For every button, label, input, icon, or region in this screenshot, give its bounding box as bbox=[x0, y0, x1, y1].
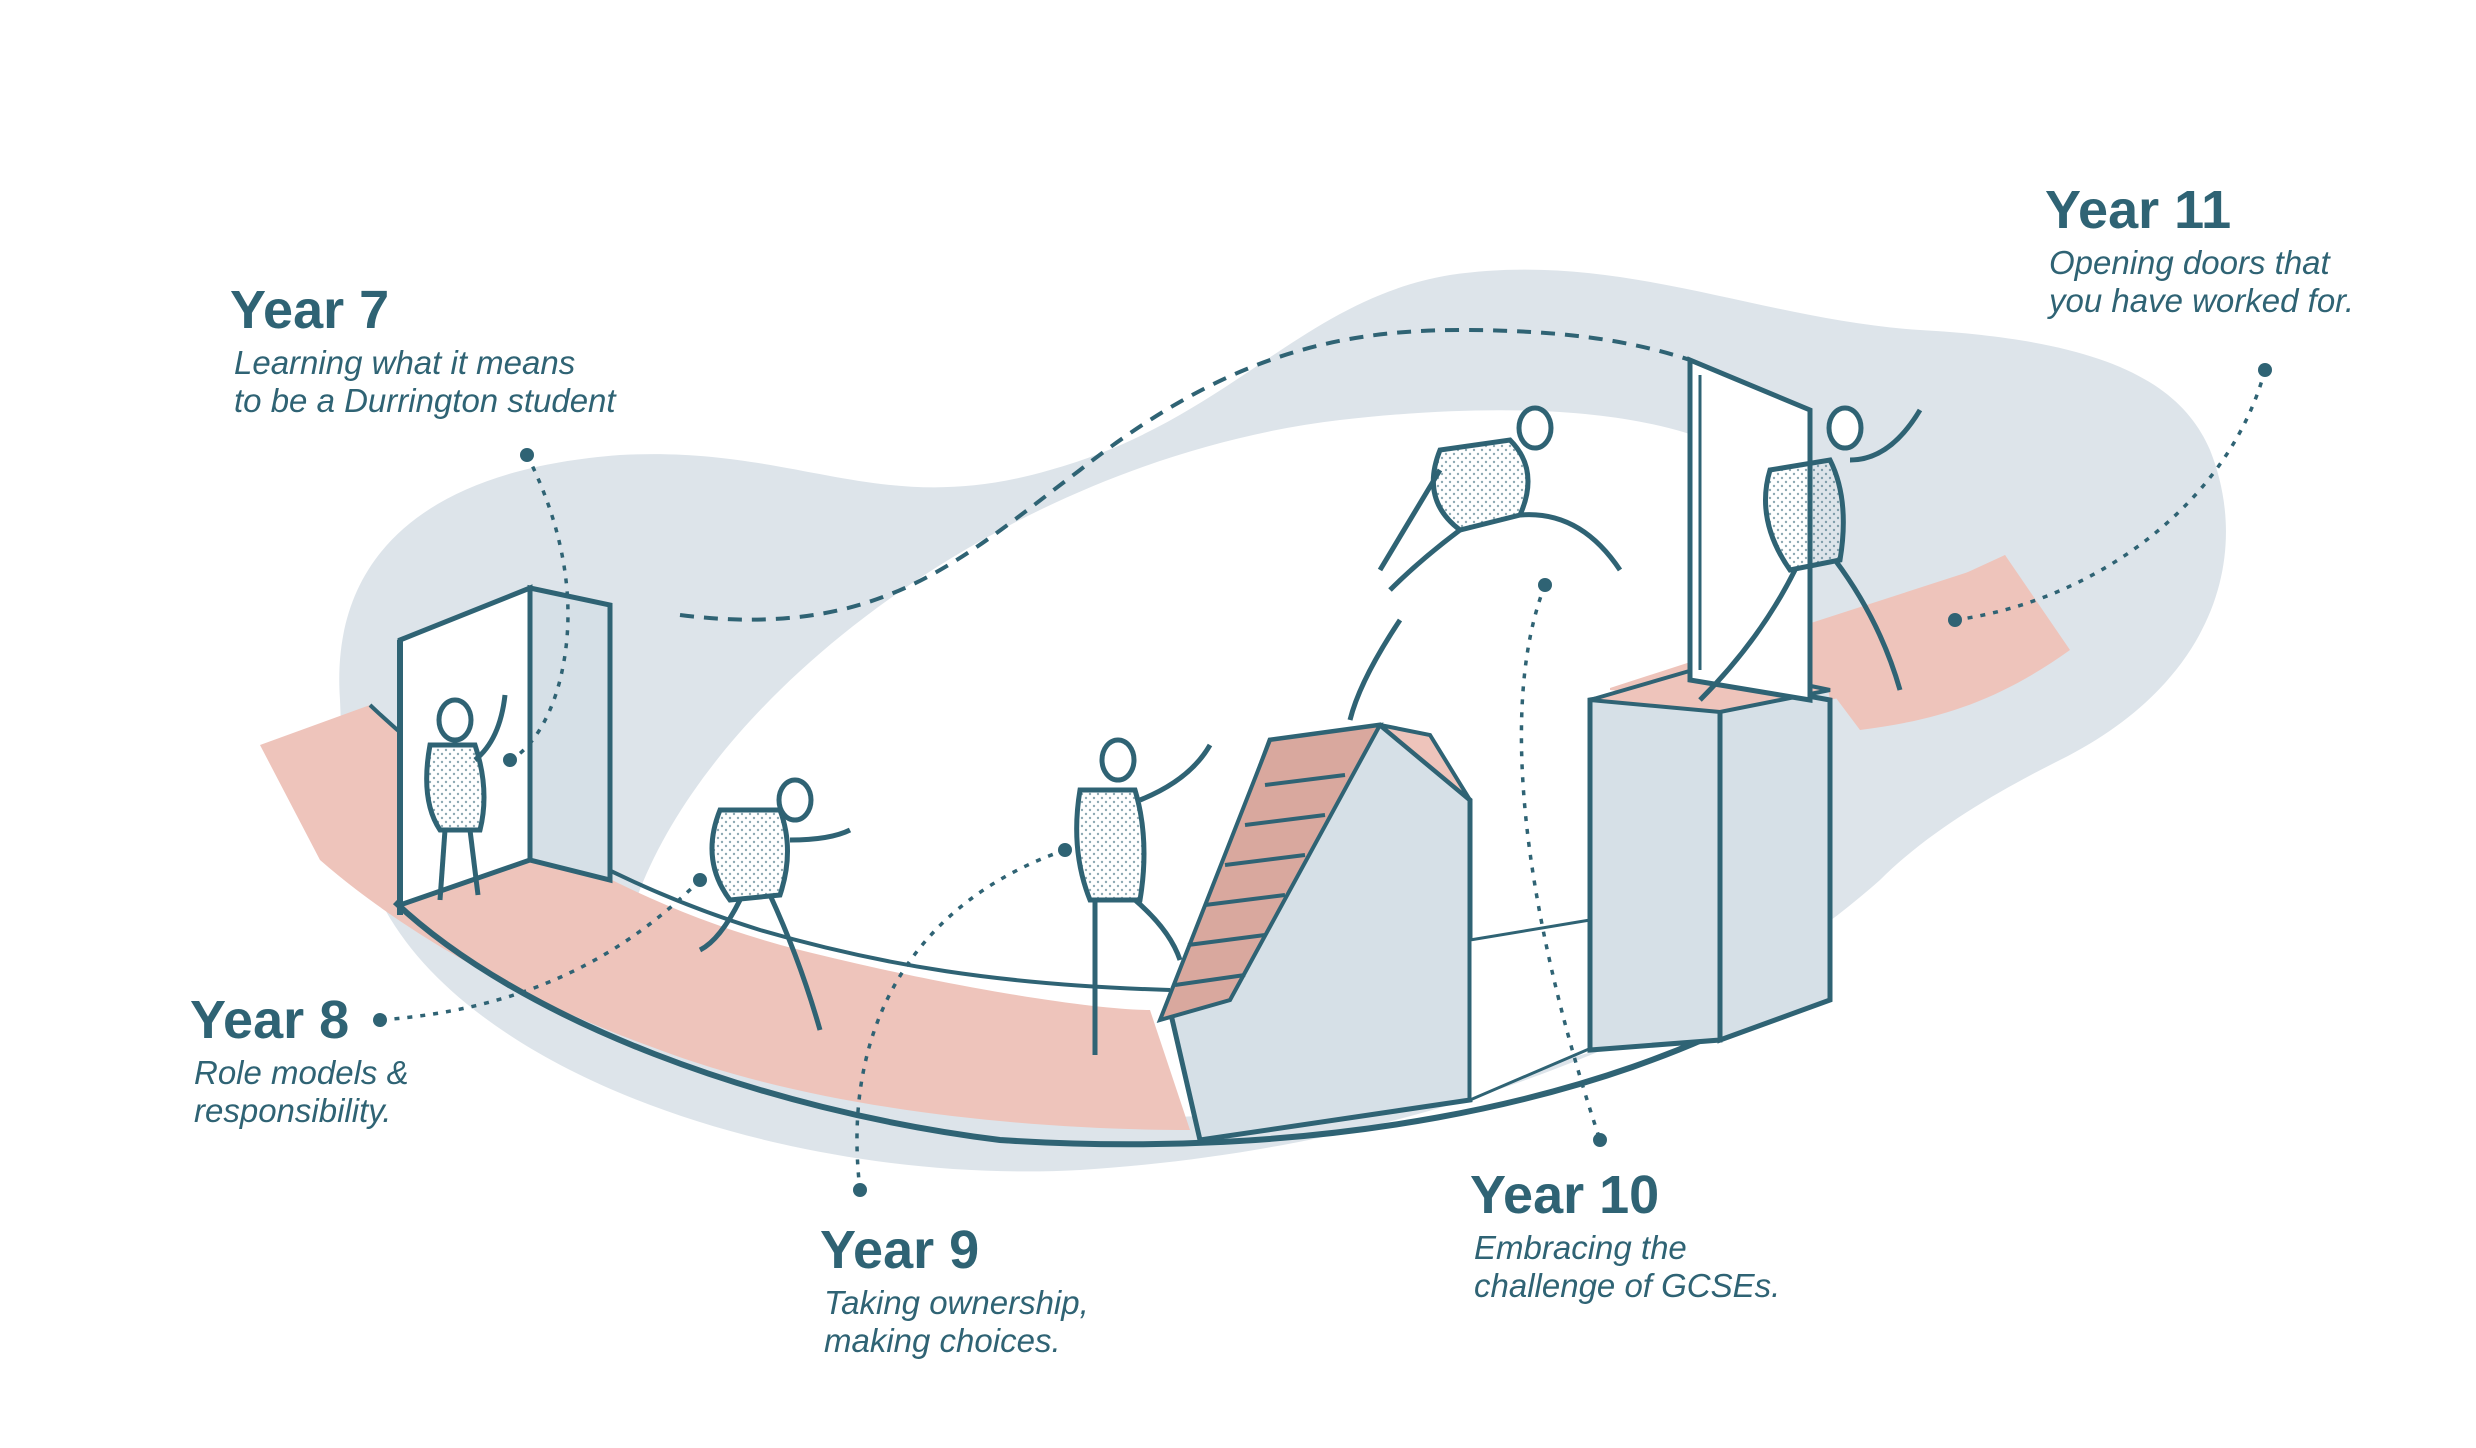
year9-desc-line1: Taking ownership, bbox=[824, 1284, 1089, 1322]
year10-description: Embracing the challenge of GCSEs. bbox=[1474, 1229, 1780, 1305]
year10-desc-line2: challenge of GCSEs. bbox=[1474, 1267, 1780, 1305]
year7-desc-line2: to be a Durrington student bbox=[234, 382, 616, 420]
year7-desc-line1: Learning what it means bbox=[234, 344, 616, 382]
year10-title: Year 10 bbox=[1470, 1165, 1780, 1225]
year7-description: Learning what it means to be a Durringto… bbox=[234, 344, 616, 420]
year11-label: Year 11 Opening doors that you have work… bbox=[2045, 180, 2354, 320]
year11-title: Year 11 bbox=[2045, 180, 2354, 240]
year11-description: Opening doors that you have worked for. bbox=[2049, 244, 2354, 320]
year11-desc-line1: Opening doors that bbox=[2049, 244, 2354, 282]
year7-title: Year 7 bbox=[230, 280, 616, 340]
year8-desc-line2: responsibility. bbox=[194, 1092, 409, 1130]
year9-description: Taking ownership, making choices. bbox=[824, 1284, 1089, 1360]
year9-label: Year 9 Taking ownership, making choices. bbox=[820, 1220, 1089, 1360]
year8-title: Year 8 bbox=[190, 990, 409, 1050]
year9-desc-line2: making choices. bbox=[824, 1322, 1089, 1360]
year7-label: Year 7 Learning what it means to be a Du… bbox=[230, 280, 616, 420]
year9-title: Year 9 bbox=[820, 1220, 1089, 1280]
year10-desc-line1: Embracing the bbox=[1474, 1229, 1780, 1267]
year8-desc-line1: Role models & bbox=[194, 1054, 409, 1092]
year8-label: Year 8 Role models & responsibility. bbox=[190, 990, 409, 1130]
year8-description: Role models & responsibility. bbox=[194, 1054, 409, 1130]
year11-desc-line2: you have worked for. bbox=[2049, 282, 2354, 320]
year11-block bbox=[1590, 665, 1830, 1050]
year10-label: Year 10 Embracing the challenge of GCSEs… bbox=[1470, 1165, 1780, 1305]
